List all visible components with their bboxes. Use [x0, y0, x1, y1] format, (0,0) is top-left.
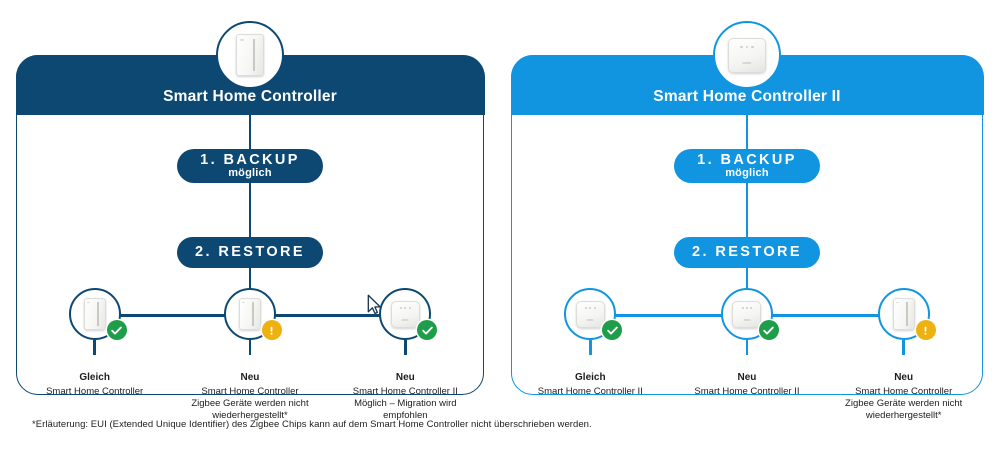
- node-stub: [93, 340, 96, 355]
- node-title: Neu: [894, 372, 914, 383]
- check-badge-icon: [417, 320, 438, 340]
- node-item[interactable]: Neu Smart Home Controller II: [669, 288, 826, 398]
- check-badge-icon: [758, 320, 779, 340]
- panel-title: Smart Home Controller: [163, 87, 337, 105]
- node-circle: [367, 288, 438, 340]
- warning-badge-icon: [915, 320, 936, 340]
- node-caption: Neu Smart Home Controller II: [694, 372, 799, 398]
- wall-switch-device-icon: [238, 298, 261, 330]
- node-stub: [404, 340, 407, 355]
- hub-device-icon: [575, 300, 605, 328]
- wall-switch-device-icon: [236, 34, 264, 76]
- node-stub: [589, 340, 592, 355]
- node-body: Smart Home Controller: [46, 385, 144, 397]
- step-backup-pill[interactable]: 1. BACKUP möglich: [674, 149, 820, 183]
- panel-avatar: [216, 21, 284, 89]
- connector-line-restore-to-nodes: [248, 268, 252, 294]
- step-backup-pill[interactable]: 1. BACKUP möglich: [177, 149, 323, 183]
- wall-switch-device-icon: [83, 298, 106, 330]
- step-restore-pill[interactable]: 2. RESTORE: [674, 237, 820, 268]
- check-badge-icon: [106, 320, 127, 340]
- node-stub: [248, 340, 252, 355]
- node-circle: [564, 288, 623, 340]
- node-title: Neu: [395, 372, 415, 383]
- connector-line-header-to-backup: [745, 114, 749, 150]
- wall-switch-device-icon: [892, 298, 915, 330]
- node-title: Gleich: [79, 372, 110, 383]
- panel-avatar: [713, 21, 781, 89]
- step-backup-label: 1. BACKUP: [697, 151, 797, 168]
- node-caption: Gleich Smart Home Controller: [46, 372, 143, 398]
- warning-badge-icon: [261, 320, 282, 340]
- connector-line-header-to-backup: [248, 114, 252, 150]
- node-title: Neu: [737, 372, 757, 383]
- connector-line-backup-to-restore: [745, 183, 749, 238]
- node-row: Gleich Smart Home Controller Neu Smart H…: [17, 288, 483, 421]
- node-caption: Gleich Smart Home Controller II: [538, 372, 643, 398]
- check-badge-icon: [602, 320, 623, 340]
- step-restore-label: 2. RESTORE: [692, 243, 802, 260]
- panel-smart-home-controller-ii: Smart Home Controller II 1. BACKUP mögli…: [510, 21, 984, 421]
- node-title: Gleich: [575, 372, 606, 383]
- node-stub: [902, 340, 905, 355]
- step-backup-sublabel: möglich: [228, 167, 272, 180]
- hub-device-icon: [732, 300, 762, 328]
- node-stub: [745, 340, 749, 355]
- node-circle: [877, 288, 936, 340]
- mouse-cursor-icon: [367, 294, 382, 315]
- connector-line-restore-to-nodes: [745, 268, 749, 294]
- node-row: Gleich Smart Home Controller II Neu Smar: [512, 288, 982, 421]
- node-circle: [720, 288, 779, 340]
- node-item[interactable]: Gleich Smart Home Controller II: [512, 288, 669, 398]
- hub-device-icon: [728, 37, 766, 73]
- node-circle: [68, 288, 127, 340]
- footnote-text: *Erläuterung: EUI (Extended Unique Ident…: [32, 419, 592, 430]
- panel-title: Smart Home Controller II: [653, 87, 841, 105]
- step-backup-label: 1. BACKUP: [200, 151, 300, 168]
- step-restore-pill[interactable]: 2. RESTORE: [177, 237, 323, 268]
- node-body: Smart Home Controller II: [694, 385, 800, 397]
- connector-line-backup-to-restore: [248, 183, 252, 238]
- node-body: Smart Home Controller II: [537, 385, 643, 397]
- node-circle: [223, 288, 282, 340]
- node-item[interactable]: Gleich Smart Home Controller: [17, 288, 172, 398]
- step-restore-label: 2. RESTORE: [195, 243, 305, 260]
- step-backup-sublabel: möglich: [725, 167, 769, 180]
- node-title: Neu: [240, 372, 260, 383]
- hub-device-icon: [390, 300, 420, 328]
- panel-smart-home-controller: Smart Home Controller 1. BACKUP möglich …: [15, 21, 485, 421]
